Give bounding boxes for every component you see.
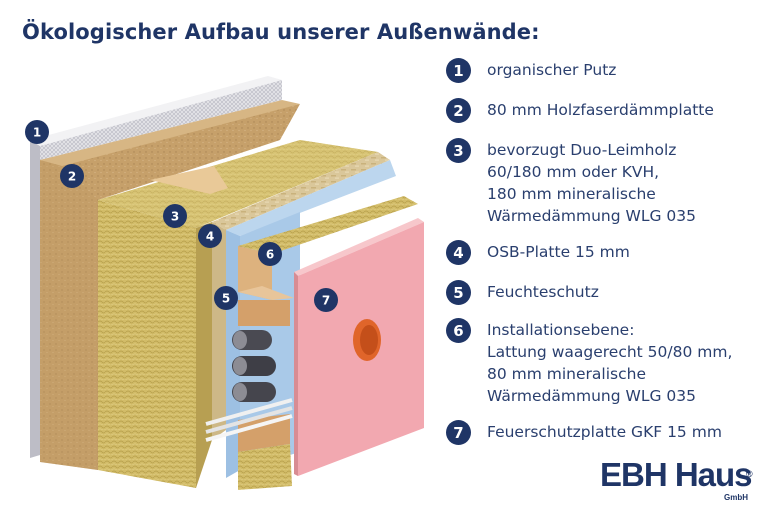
page-title: Ökologischer Aufbau unserer Außenwände:: [22, 20, 540, 44]
diagram-badge-2: 2: [60, 164, 84, 188]
legend-text: bevorzugt Duo-Leimholz 60/180 mm oder KV…: [487, 141, 697, 225]
registered-mark: ®: [746, 469, 753, 479]
legend-number-badge: 5: [446, 280, 471, 305]
svg-text:7: 7: [322, 294, 330, 308]
company-logo: EBH Haus ® GmbH: [600, 456, 753, 503]
legend-number-badge: 2: [446, 98, 471, 123]
wood-fiber-board-layer: [40, 100, 300, 470]
svg-text:1: 1: [33, 126, 41, 140]
insulated-pipes: [232, 330, 276, 402]
legend-item-fire-board: 7 Feuerschutzplatte GKF 15 mm: [446, 420, 722, 445]
legend-text: Feuerschutzplatte GKF 15 mm: [487, 423, 722, 441]
legend-item-moisture-protection: 5 Feuchteschutz: [446, 280, 599, 305]
wall-cross-section-illustration: 1 2 3 4 5 6 7: [25, 76, 424, 490]
mineral-wool-layer: [98, 140, 378, 488]
legend-text: 80 mm Holzfaserdämmplatte: [487, 101, 714, 119]
legend-text: OSB-Platte 15 mm: [487, 243, 630, 261]
legend-number-badge: 7: [446, 420, 471, 445]
diagram-badge-7: 7: [314, 288, 338, 312]
legend-text: organischer Putz: [487, 61, 617, 79]
legend-item-timber-insulation: 3 bevorzugt Duo-Leimholz 60/180 mm oder …: [446, 138, 696, 227]
diagram-badge-6: 6: [258, 242, 282, 266]
svg-text:4: 4: [206, 230, 214, 244]
svg-text:5: 5: [222, 292, 230, 306]
diagram-badge-3: 3: [163, 204, 187, 228]
svg-text:6: 6: [266, 248, 274, 262]
logo-wordmark: EBH Haus: [600, 456, 753, 493]
legend-item-osb: 4 OSB-Platte 15 mm: [446, 240, 630, 265]
legend-number-badge: 1: [446, 58, 471, 83]
installation-level-layer: [205, 196, 418, 490]
legend-item-plaster: 1 organischer Putz: [446, 58, 616, 83]
diagram-badge-4: 4: [198, 224, 222, 248]
svg-text:2: 2: [68, 170, 76, 184]
legend-text: Feuchteschutz: [487, 283, 599, 301]
legend-number-badge: 4: [446, 240, 471, 265]
svg-text:3: 3: [171, 210, 179, 224]
osb-board-layer: [212, 152, 390, 440]
diagram-badge-1: 1: [25, 120, 49, 144]
electrical-cables: [205, 398, 293, 442]
legend-number-badge: 3: [446, 138, 471, 163]
legend-text: Installationsebene: Lattung waagerecht 5…: [487, 321, 733, 405]
legend-item-wood-fiber: 2 80 mm Holzfaserdämmplatte: [446, 98, 714, 123]
fire-protection-board-layer: [294, 218, 424, 476]
legend-item-installation-level: 6 Installationsebene: Lattung waagerecht…: [446, 318, 732, 407]
logo-suffix: GmbH: [724, 493, 748, 502]
diagram-badge-5: 5: [214, 286, 238, 310]
plaster-layer: [30, 76, 282, 458]
legend-number-badge: 6: [446, 318, 471, 343]
